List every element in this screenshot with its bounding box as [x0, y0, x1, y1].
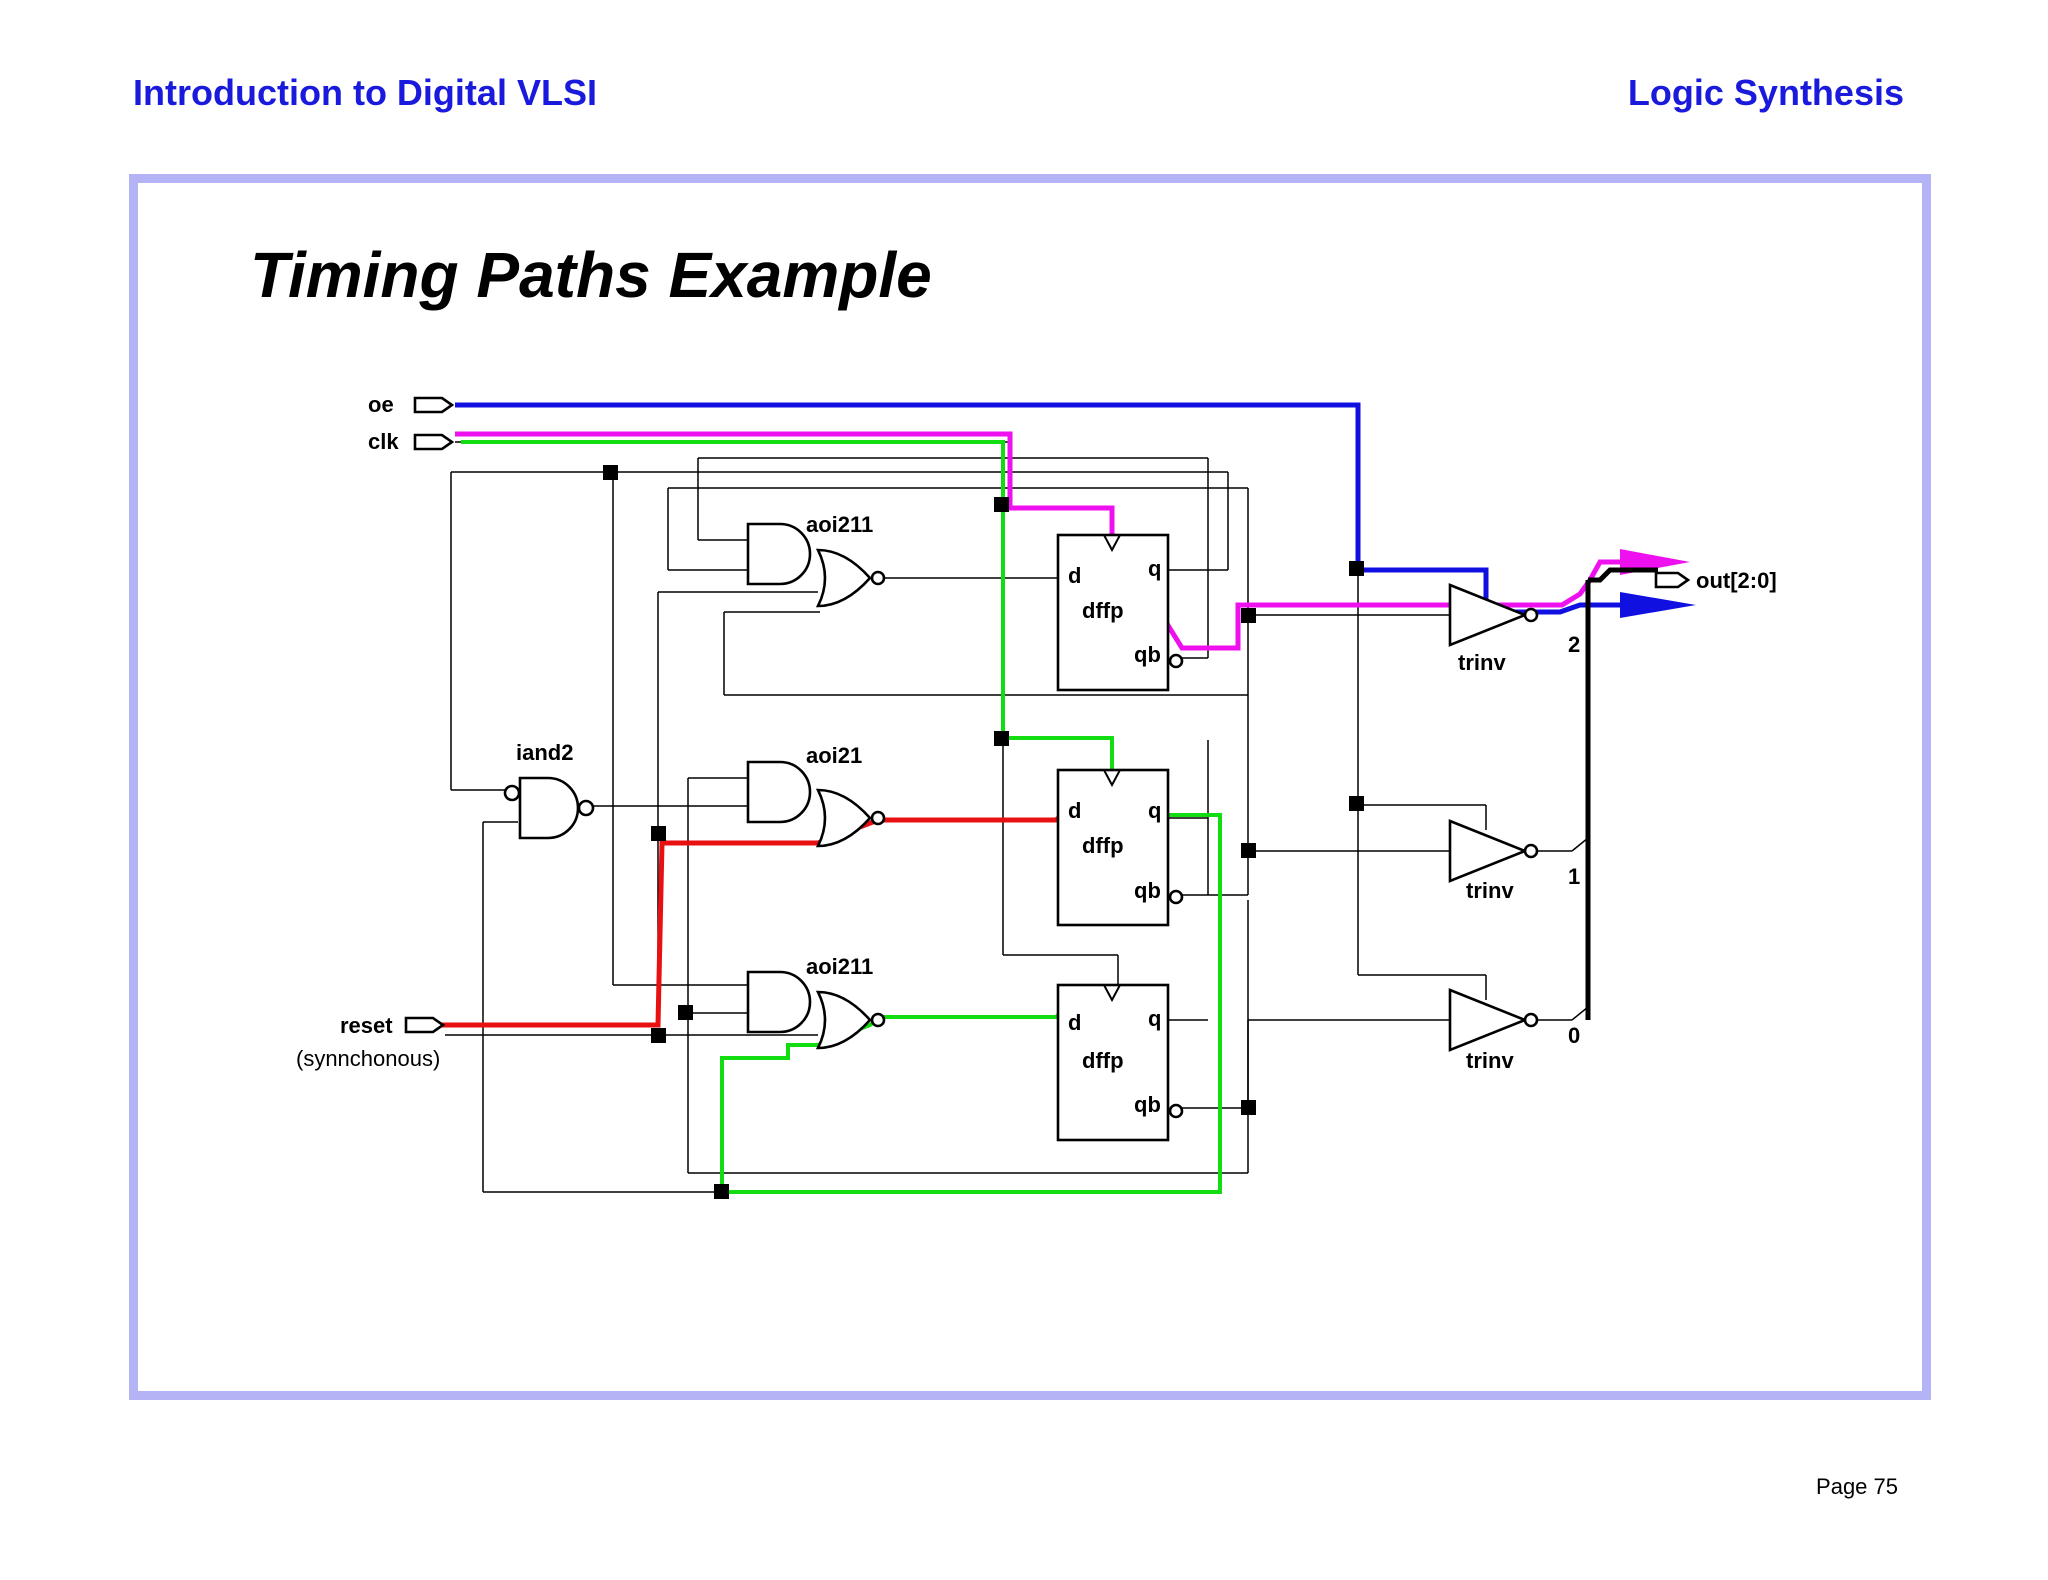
course-title: Introduction to Digital VLSI [133, 72, 597, 113]
dffp-middle-d: d [1068, 798, 1081, 823]
aoi211-bottom-label: aoi211 [806, 954, 873, 979]
slide-title: Timing Paths Example [250, 239, 932, 311]
port-reset-label: reset [340, 1013, 393, 1038]
dffp-top-qb: qb [1134, 642, 1161, 667]
dffp-middle-qb: qb [1134, 878, 1161, 903]
bus-bit-1: 1 [1568, 864, 1580, 889]
dffp-bottom-name: dffp [1082, 1048, 1124, 1073]
thin-wiring [445, 404, 1589, 1193]
dffp-middle-q: q [1148, 798, 1161, 823]
iand2-label: iand2 [516, 740, 573, 765]
trinv-0-label: trinv [1466, 1048, 1514, 1073]
port-oe-label: oe [368, 392, 394, 417]
oe-path-arrowhead [1620, 592, 1696, 618]
section-title: Logic Synthesis [1627, 72, 1904, 113]
aoi21-label: aoi21 [806, 743, 862, 768]
trinv-1: trinv 1 [1418, 819, 1580, 903]
dffp-bottom-d: d [1068, 1010, 1081, 1035]
dffp-middle: d q dffp qb [1056, 768, 1184, 927]
trinv-2-label: trinv [1458, 650, 1506, 675]
bus-bit-2: 2 [1568, 632, 1580, 657]
dffp-bottom: d q dffp qb [1056, 983, 1184, 1142]
dffp-top: d q dffp qb [1056, 533, 1184, 692]
timing-path-oe [455, 402, 1696, 618]
dffp-top-d: d [1068, 563, 1081, 588]
slide-frame [129, 174, 1931, 1400]
port-out: out[2:0] [1654, 568, 1777, 593]
dffp-middle-name: dffp [1082, 833, 1124, 858]
gate-aoi211-bottom: aoi211 [746, 954, 886, 1050]
gate-aoi21: aoi21 [746, 743, 886, 848]
dffp-top-q: q [1148, 556, 1161, 581]
output-bus [1585, 567, 1658, 1020]
aoi211-top-label: aoi211 [806, 512, 873, 537]
dffp-bottom-q: q [1148, 1006, 1161, 1031]
gate-aoi211-top: aoi211 [746, 512, 886, 608]
port-reset-note: (synnchonous) [296, 1046, 440, 1071]
port-clk: clk [368, 429, 455, 454]
trinv-0: trinv 0 [1418, 988, 1580, 1073]
bus-bit-0: 0 [1568, 1023, 1580, 1048]
dffp-bottom-qb: qb [1134, 1092, 1161, 1117]
junction-dots [603, 465, 1364, 1199]
port-reset: reset (synnchonous) [296, 1013, 446, 1071]
page-number: Page 75 [1816, 1474, 1898, 1499]
dffp-top-name: dffp [1082, 598, 1124, 623]
port-oe: oe [368, 392, 455, 417]
port-clk-label: clk [368, 429, 399, 454]
trinv-1-label: trinv [1466, 878, 1514, 903]
port-out-label: out[2:0] [1696, 568, 1777, 593]
gate-iand2: iand2 [503, 740, 595, 840]
trinv-2: trinv 2 [1418, 583, 1580, 675]
